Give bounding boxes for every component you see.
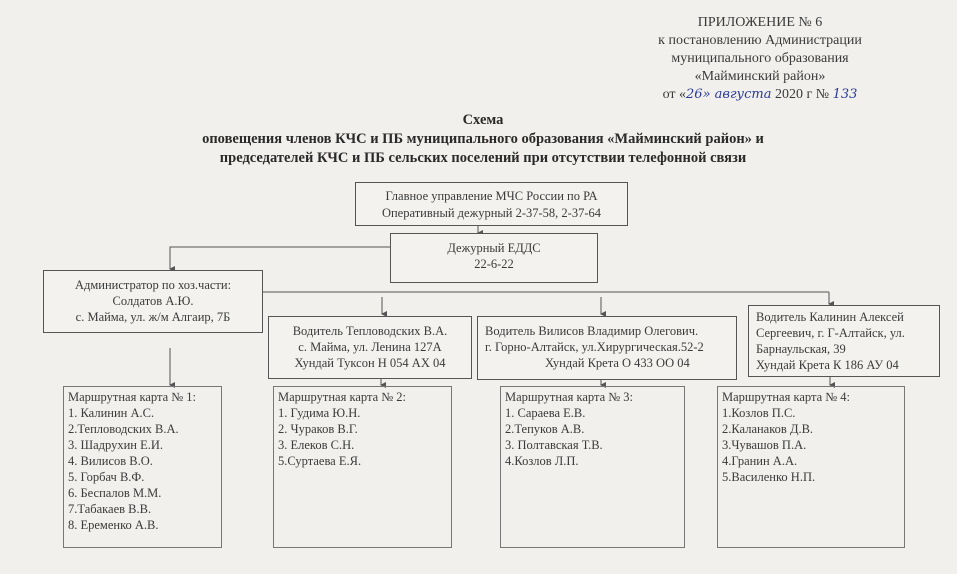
date-year: 2020 г № (771, 87, 833, 102)
edds-box: Дежурный ЕДДС 22-6-22 (390, 233, 598, 283)
header-line: к постановлению Администрации (658, 33, 862, 48)
list-item: 7.Табакаев В.В. (68, 502, 152, 516)
appendix-header: ПРИЛОЖЕНИЕ № 6 к постановлению Администр… (600, 14, 920, 104)
document-title: Схема оповещения членов КЧС и ПБ муницип… (120, 111, 846, 168)
list-item: 2.Тепловодских В.А. (68, 422, 179, 436)
date-prefix: от « (662, 87, 687, 102)
box-line: Администратор по хоз.части: (74, 278, 232, 292)
box-line: Хундай Крета К 186 АУ 04 (756, 358, 899, 372)
box-line: Оперативный дежурный 2-37-58, 2-37-64 (381, 206, 602, 220)
box-line: Водитель Тепловодских В.А. (292, 324, 448, 338)
list-item: 5.Суртаева Е.Я. (278, 454, 362, 468)
route-card-title: Маршрутная карта № 2: (278, 390, 407, 404)
list-item: 4. Вилисов В.О. (68, 454, 153, 468)
list-item: 5. Горбач В.Ф. (68, 470, 145, 484)
mchs-box: Главное управление МЧС России по РА Опер… (355, 182, 628, 226)
list-item: 1. Калинин А.С. (68, 406, 155, 420)
driver-box-3: Водитель Калинин Алексей Сергеевич, г. Г… (748, 305, 940, 377)
route-card-2: Маршрутная карта № 2: 1. Гудима Ю.Н. 2. … (273, 386, 452, 548)
title-line: председателей КЧС и ПБ сельских поселени… (219, 150, 747, 166)
list-item: 5.Василенко Н.П. (722, 470, 816, 484)
box-line: Хундай Туксон Н 054 АХ 04 (294, 356, 446, 370)
list-item: 4.Гранин А.А. (722, 454, 798, 468)
handwritten-number: 133 (832, 87, 858, 102)
route-card-3: Маршрутная карта № 3: 1. Сараева Е.В. 2.… (500, 386, 685, 548)
box-line: Дежурный ЕДДС (447, 241, 541, 255)
box-line: Солдатов А.Ю. (112, 294, 194, 308)
route-card-title: Маршрутная карта № 1: (68, 390, 197, 404)
list-item: 6. Беспалов М.М. (68, 486, 162, 500)
box-line: с. Майма, ул. Ленина 127А (298, 340, 442, 354)
list-item: 2.Каланаков Д.В. (722, 422, 814, 436)
box-line: Хундай Крета О 433 ОО 04 (545, 356, 690, 370)
box-line: Водитель Калинин Алексей (756, 310, 904, 324)
list-item: 2.Тепуков А.В. (505, 422, 585, 436)
route-card-1: Маршрутная карта № 1: 1. Калинин А.С. 2.… (63, 386, 222, 548)
list-item: 1. Гудима Ю.Н. (278, 406, 361, 420)
list-item: 3. Шадрухин Е.И. (68, 438, 164, 452)
title-line: Схема (462, 112, 504, 128)
route-card-title: Маршрутная карта № 4: (722, 390, 851, 404)
header-line: муниципального образования (671, 51, 849, 66)
box-line: с. Майма, ул. ж/м Алгаир, 7Б (75, 310, 231, 324)
route-card-4: Маршрутная карта № 4: 1.Козлов П.С. 2.Ка… (717, 386, 905, 548)
header-date-line: от «26» августа 2020 г № 133 (600, 86, 920, 104)
list-item: 3. Елеков С.Н. (278, 438, 355, 452)
list-item: 2. Чураков В.Г. (278, 422, 358, 436)
arrow-edds-to-admin (169, 246, 390, 272)
list-item: 3.Чувашов П.А. (722, 438, 807, 452)
box-line: Барнаульская, 39 (756, 342, 846, 356)
header-line: «Майминский район» (694, 69, 826, 84)
list-item: 1. Сараева Е.В. (505, 406, 586, 420)
driver-box-1: Водитель Тепловодских В.А. с. Майма, ул.… (268, 316, 472, 379)
box-line: г. Горно-Алтайск, ул.Хирургическая.52-2 (485, 340, 704, 354)
handwritten-date: 26» августа (686, 87, 772, 102)
driver-box-2: Водитель Вилисов Владимир Олегович. г. Г… (477, 316, 737, 380)
list-item: 4.Козлов Л.П. (505, 454, 579, 468)
list-item: 3. Полтавская Т.В. (505, 438, 603, 452)
admin-box: Администратор по хоз.части: Солдатов А.Ю… (43, 270, 263, 333)
box-line: Водитель Вилисов Владимир Олегович. (485, 324, 699, 338)
box-line: Главное управление МЧС России по РА (385, 189, 598, 203)
list-item: 8. Еременко А.В. (68, 518, 159, 532)
box-line: Сергеевич, г. Г-Алтайск, ул. (756, 326, 905, 340)
title-line: оповещения членов КЧС и ПБ муниципальног… (202, 131, 764, 147)
list-item: 1.Козлов П.С. (722, 406, 796, 420)
appendix-number: ПРИЛОЖЕНИЕ № 6 (697, 15, 823, 30)
box-line: 22-6-22 (474, 257, 514, 271)
route-card-title: Маршрутная карта № 3: (505, 390, 634, 404)
